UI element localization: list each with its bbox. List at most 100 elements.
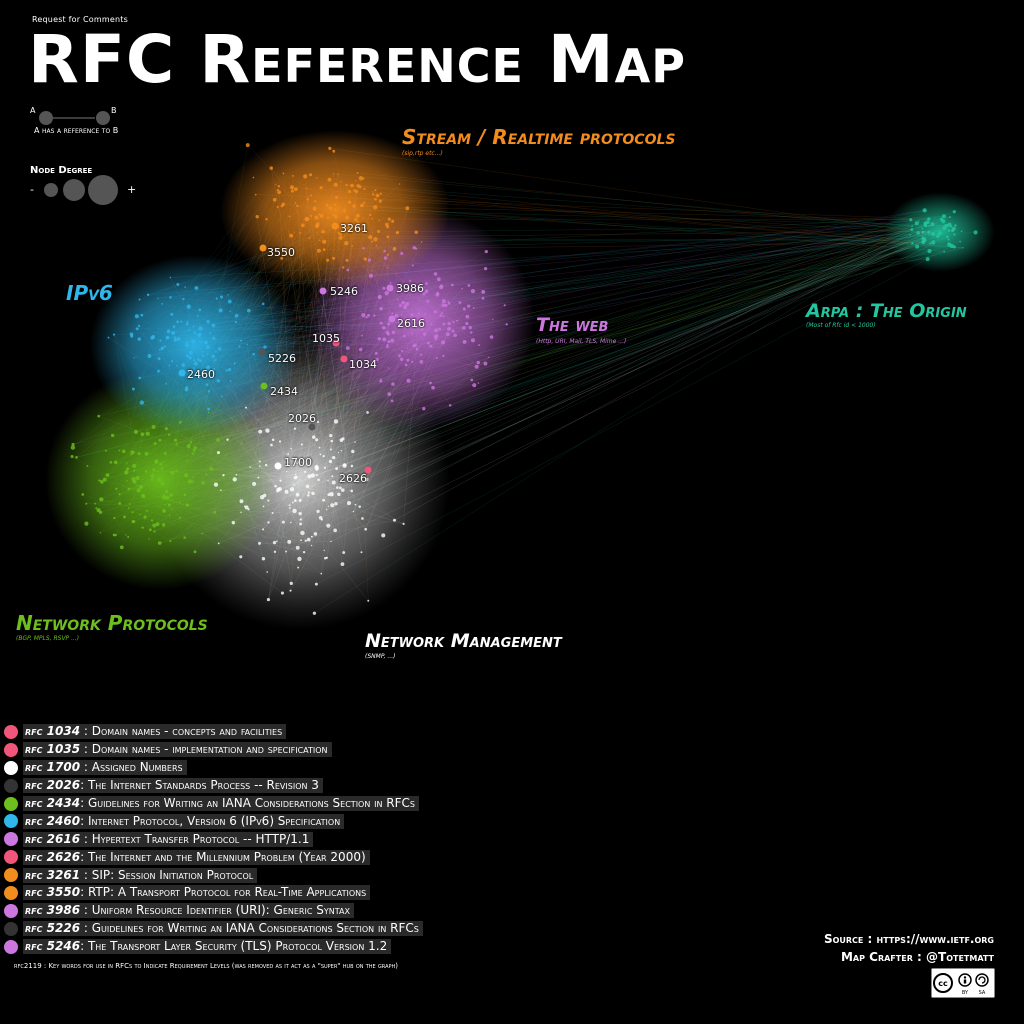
graph-node (321, 229, 325, 234)
rfc-separator: : (80, 831, 92, 846)
graph-node (346, 268, 350, 272)
graph-node (171, 508, 173, 510)
graph-node (440, 312, 444, 315)
graph-node (307, 494, 310, 497)
graph-node (151, 425, 156, 429)
graph-node (319, 213, 324, 218)
graph-node (396, 230, 399, 234)
graph-node (159, 339, 162, 342)
graph-node (310, 473, 315, 478)
graph-node (953, 233, 956, 236)
graph-node (166, 329, 171, 334)
graph-node (115, 487, 118, 490)
cc-icon: cc (933, 973, 953, 993)
rfc-color-dot (4, 939, 18, 954)
graph-node (165, 383, 167, 385)
legend-arrow-to: B (111, 106, 117, 115)
graph-node (196, 358, 200, 361)
graph-node (107, 336, 110, 339)
graph-node (227, 294, 229, 296)
graph-node (422, 292, 426, 296)
graph-node (345, 346, 350, 350)
graph-node (97, 414, 101, 418)
node-label-2460: 2460 (187, 368, 215, 381)
graph-node (258, 429, 263, 434)
graph-node (257, 476, 260, 479)
page-title: RFC Reference Map (28, 21, 686, 98)
graph-node (344, 226, 347, 230)
graph-node (157, 297, 159, 299)
graph-node (330, 503, 335, 508)
graph-node (113, 460, 118, 465)
graph-node (470, 338, 475, 343)
graph-node (916, 231, 920, 235)
graph-node (925, 237, 927, 239)
graph-node (342, 266, 345, 269)
graph-node (180, 320, 183, 323)
graph-node (278, 440, 282, 443)
graph-node (271, 438, 275, 442)
graph-node (467, 304, 471, 308)
graph-node (345, 258, 349, 262)
graph-node (291, 501, 294, 504)
graph-node (337, 173, 339, 175)
graph-node (113, 516, 116, 520)
graph-node (426, 341, 430, 345)
by-label: BY (962, 990, 969, 996)
graph-node (229, 310, 231, 313)
rfc-legend-text: rfc 5226 : Guidelines for Writing an IAN… (23, 921, 423, 937)
graph-node (182, 297, 185, 301)
graph-node (330, 540, 332, 543)
graph-node (384, 290, 389, 296)
graph-node (349, 225, 352, 229)
graph-node (288, 504, 291, 507)
graph-node (205, 345, 210, 349)
graph-node (411, 264, 414, 267)
graph-node (193, 550, 197, 554)
cluster-subtitle-arpa: (Most of Rfc id < 1000) (806, 322, 876, 329)
sa-icon (975, 973, 989, 987)
node-label-3986: 3986 (396, 282, 424, 295)
graph-node (138, 298, 141, 301)
graph-node (936, 234, 940, 239)
graph-node (220, 489, 222, 491)
graph-node (202, 354, 205, 358)
rfc-color-dot (4, 832, 18, 847)
graph-node (441, 340, 446, 345)
graph-node (170, 470, 175, 475)
graph-node (86, 465, 89, 467)
graph-node (167, 503, 171, 507)
graph-node (392, 246, 397, 251)
graph-node (433, 310, 437, 314)
graph-node (161, 466, 164, 469)
graph-node (267, 521, 270, 524)
graph-node (394, 313, 399, 318)
graph-node (367, 313, 371, 317)
graph-node (333, 528, 337, 533)
graph-node (227, 299, 232, 304)
graph-node (160, 467, 163, 471)
graph-node (70, 445, 76, 450)
graph-node (122, 449, 126, 454)
graph-node (337, 451, 340, 454)
graph-node (262, 505, 265, 508)
graph-node (219, 295, 224, 299)
graph-node (389, 282, 392, 284)
graph-node (280, 591, 284, 595)
graph-node (445, 332, 450, 337)
graph-node (141, 526, 144, 529)
graph-node (144, 451, 149, 456)
graph-node (947, 242, 952, 247)
graph-node (322, 248, 326, 251)
graph-node (386, 253, 389, 256)
rfc-color-dot (4, 885, 18, 900)
graph-node (347, 292, 350, 294)
graph-node (322, 239, 327, 244)
graph-node (329, 491, 334, 497)
rfc-title: SIP: Session Initiation Protocol (91, 867, 254, 882)
graph-node (374, 351, 378, 355)
graph-node (207, 407, 211, 411)
graph-node (350, 489, 354, 493)
graph-node (152, 468, 156, 472)
footnote: rfc2119 : Key words for use in RFCs to I… (14, 962, 398, 970)
